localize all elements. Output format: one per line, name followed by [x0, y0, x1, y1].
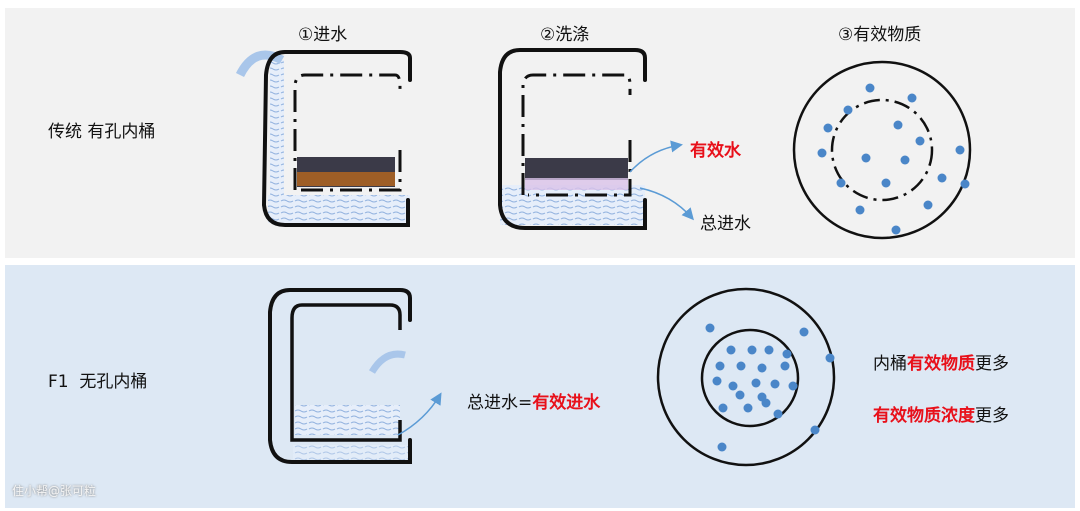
substance-dot [923, 200, 933, 210]
step3-title: ③有效物质 [838, 25, 922, 45]
substance-dot [810, 425, 820, 435]
water [295, 405, 400, 435]
substance-dot [843, 105, 853, 115]
water [268, 195, 410, 223]
outer-tub [498, 48, 647, 230]
substance-dot [773, 409, 783, 419]
substance-dot [823, 123, 833, 133]
substance-dot [736, 361, 746, 371]
substance-dot [955, 145, 965, 155]
substance-dot [855, 205, 865, 215]
note-more-substance: 内桶有效物质更多 [873, 349, 1009, 374]
substance-dot [728, 381, 738, 391]
substance-dot [825, 353, 835, 363]
substance-dot [893, 120, 903, 130]
substance-dot [715, 361, 725, 371]
step1-title: ①进水 [298, 25, 348, 45]
substance-dot [881, 178, 891, 188]
watermark: 住小帮@张可粒 [12, 484, 97, 498]
arrow-total-water [397, 392, 442, 436]
tub-wash-stage [498, 48, 694, 230]
substance-dot [764, 345, 774, 355]
note2-highlight: 有效物质浓度 [873, 406, 975, 426]
substance-dot [907, 93, 917, 103]
note-concentration: 有效物质浓度更多 [873, 401, 1009, 426]
substance-dot [770, 379, 780, 389]
substance-dot [865, 83, 875, 93]
substance-dot [799, 327, 809, 337]
substance-dot [891, 225, 901, 235]
arrow-total-water [639, 187, 694, 221]
substance-dot [761, 398, 771, 408]
substance-dot [712, 376, 722, 386]
effective-substance-circle-traditional [792, 60, 972, 240]
arrow-effective-water [629, 140, 683, 173]
inner-solid-tub [290, 303, 402, 442]
substance-dot [915, 136, 925, 146]
step2-title: ②洗涤 [540, 25, 590, 45]
clothes [525, 158, 628, 180]
note1-prefix: 内桶 [873, 354, 907, 374]
total-water-label: 总进水 [700, 214, 751, 234]
substance-dot [937, 173, 947, 183]
substance-dot [757, 363, 767, 373]
substance-dot [900, 155, 910, 165]
substance-dot [743, 403, 753, 413]
inner-perforated-tub [293, 73, 402, 192]
substance-dot [836, 178, 846, 188]
f1-panel [5, 265, 1075, 508]
tub-f1 [268, 288, 442, 464]
f1-label-text: F1 无孔内桶 [48, 372, 148, 392]
outer-tub [261, 50, 412, 227]
f1-label: F1 无孔内桶 [48, 367, 147, 392]
substance-dot [747, 345, 757, 355]
note2-suffix: 更多 [975, 406, 1009, 426]
inner-perforated-tub [521, 73, 632, 197]
water-inlet-arrow [368, 350, 406, 374]
note1-highlight: 有效物质 [907, 354, 975, 374]
substance-dot [718, 403, 728, 413]
substance-dot [788, 381, 798, 391]
substance-dot [817, 148, 827, 158]
equation-highlight: 有效进水 [532, 393, 601, 413]
substance-dot [960, 179, 970, 189]
effective-water-label: 有效水 [690, 141, 741, 161]
effective-substance-circle-f1 [656, 287, 836, 467]
traditional-label: 传统 有孔内桶 [48, 122, 156, 142]
tub-fill-stage [235, 50, 412, 227]
note1-suffix: 更多 [975, 354, 1009, 374]
water-stream [270, 60, 284, 200]
substance-dot [717, 442, 727, 452]
outer-tub [268, 288, 412, 464]
substance-dot [751, 378, 761, 388]
substance-dot [735, 390, 745, 400]
substance-dot [705, 323, 715, 333]
substance-dot [861, 153, 871, 163]
equation-prefix: 总进水= [467, 393, 533, 413]
substance-dot [782, 349, 792, 359]
substance-dot [726, 345, 736, 355]
water-inlet-arrow [235, 50, 285, 78]
equation-label: 总进水=有效进水 [467, 388, 600, 413]
substance-dot [780, 361, 790, 371]
